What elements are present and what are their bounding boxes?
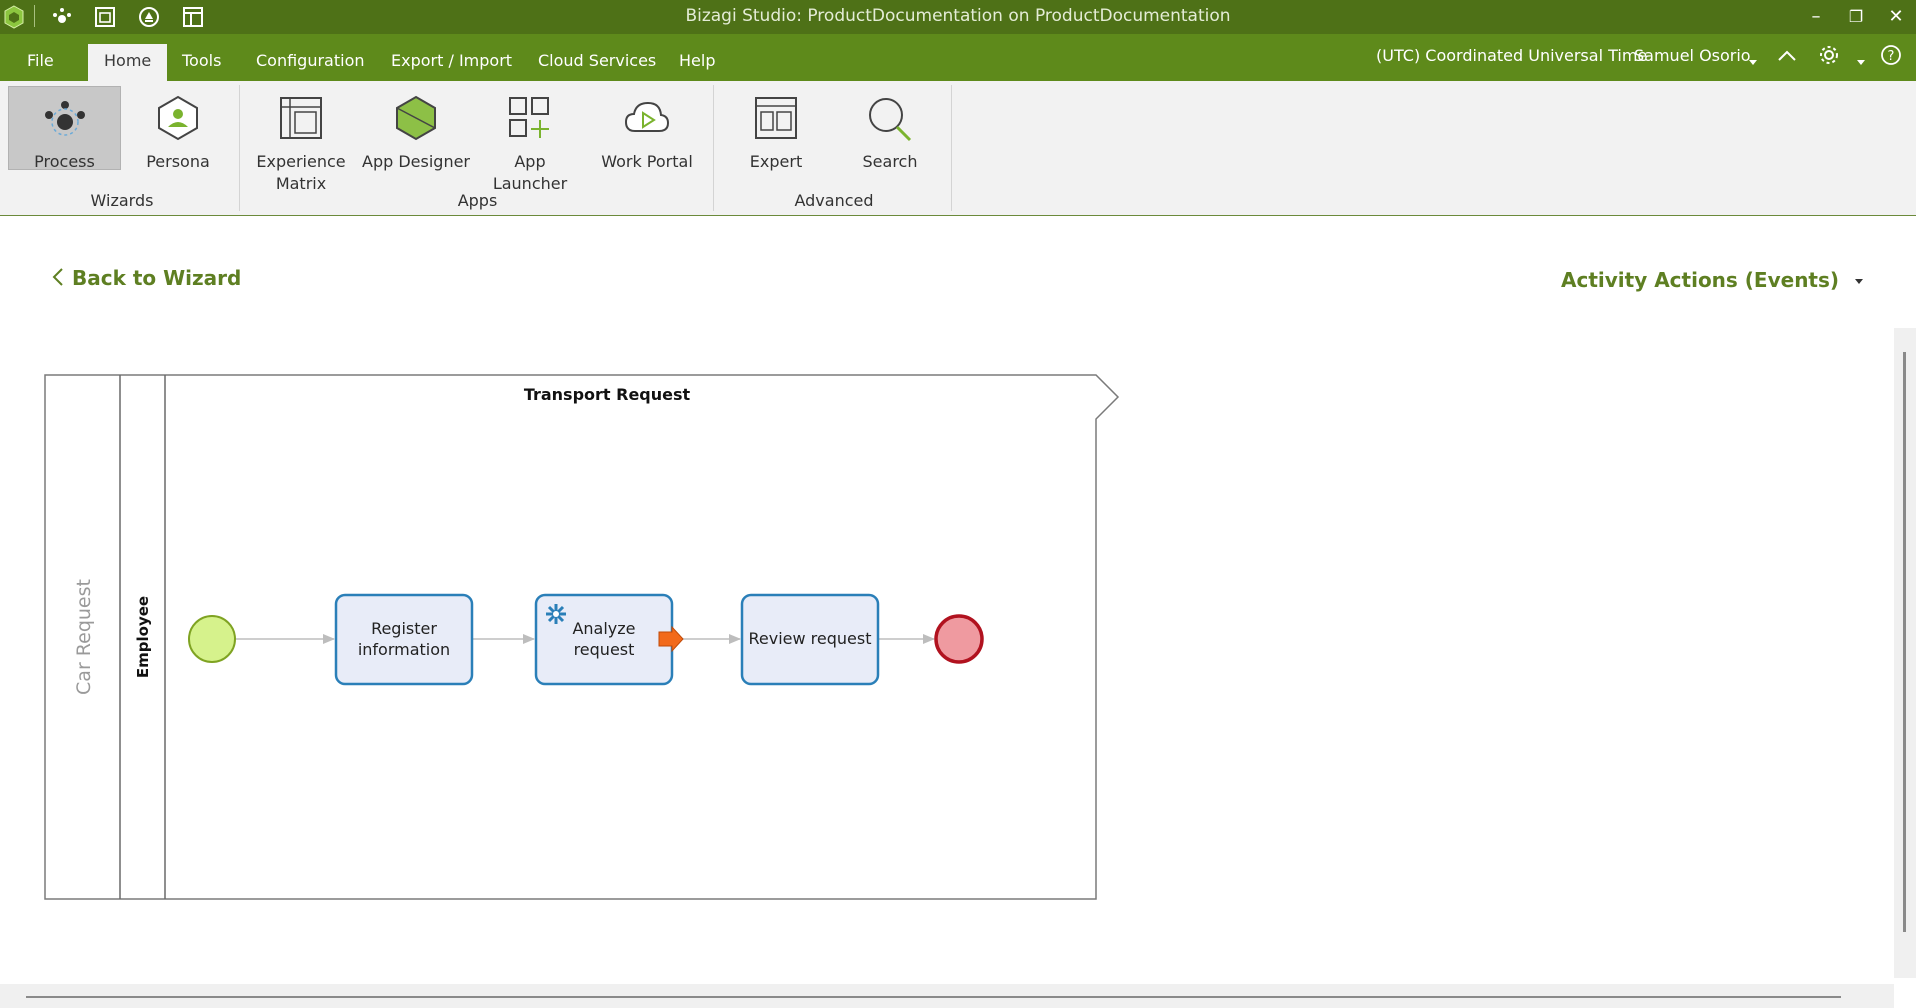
wizards-group-label: Wizards	[90, 191, 154, 210]
experience-label-line2: Matrix	[275, 174, 327, 193]
advanced-group-label: Advanced	[794, 191, 874, 210]
menu-home[interactable]: Home	[88, 44, 168, 81]
task-review-request[interactable]: Review request	[740, 593, 880, 686]
toolbar-divider	[34, 5, 35, 27]
chevron-down-icon	[1854, 266, 1864, 290]
timezone-label: (UTC) Coordinated Universal Time	[1376, 46, 1648, 65]
process-button[interactable]: Process	[8, 86, 121, 171]
scrollbar-thumb[interactable]	[1903, 352, 1906, 932]
ribbon-separator	[951, 85, 952, 211]
task-label-line2: information	[358, 640, 450, 659]
vertical-scrollbar[interactable]	[1894, 328, 1916, 978]
minimize-button[interactable]: –	[1811, 6, 1821, 27]
ribbon-separator	[713, 85, 714, 211]
snowflake-icon	[546, 604, 566, 624]
task-label-line1: Register	[371, 619, 437, 638]
persona-icon	[155, 95, 201, 145]
task-label-line2: request	[574, 640, 635, 659]
persona-label: Persona	[146, 152, 210, 171]
process-icon	[40, 95, 90, 143]
menu-file[interactable]: File	[27, 51, 54, 70]
app-launcher-icon	[507, 95, 553, 145]
app-designer-label: App Designer	[362, 152, 471, 171]
menu-help[interactable]: Help	[679, 51, 716, 70]
search-icon	[866, 95, 914, 147]
close-button[interactable]: ✕	[1888, 6, 1904, 27]
task-analyze-request[interactable]: Analyze request	[534, 593, 684, 686]
horizontal-scrollbar[interactable]	[0, 984, 1894, 1008]
collapse-ribbon-icon[interactable]	[1776, 46, 1798, 70]
matrix-quick-icon[interactable]	[94, 5, 116, 29]
task-label-line1: Analyze	[572, 619, 635, 638]
apps-group-label: Apps	[457, 191, 498, 210]
persona-button[interactable]: Persona	[128, 87, 228, 253]
process-diagram: Car Request Employee Transport Request R…	[44, 374, 1120, 900]
event-arrow-icon[interactable]	[658, 625, 684, 653]
chevron-left-icon	[52, 267, 64, 292]
menu-export-import[interactable]: Export / Import	[391, 51, 513, 70]
title-bar: Bizagi Studio: ProductDocumentation on P…	[0, 0, 1916, 34]
scrollbar-thumb[interactable]	[26, 996, 1841, 998]
expert-label: Expert	[749, 152, 803, 171]
experience-matrix-icon	[278, 95, 324, 145]
expert-button[interactable]: Expert	[724, 87, 828, 253]
restore-button[interactable]: ❐	[1848, 7, 1864, 26]
app-launcher-button[interactable]: App Launcher	[476, 87, 584, 253]
process-title: Transport Request	[524, 385, 691, 404]
work-portal-icon	[623, 95, 671, 145]
end-event[interactable]	[934, 614, 984, 664]
work-portal-label: Work Portal	[601, 152, 693, 171]
experience-label-line1: Experience	[256, 152, 346, 171]
portal-quick-icon[interactable]	[182, 5, 204, 29]
back-to-wizard-link[interactable]: Back to Wizard	[52, 266, 241, 292]
menu-bar: File Home Tools Configuration Export / I…	[0, 34, 1916, 81]
task-label-line1: Review request	[749, 629, 872, 648]
window-title: Bizagi Studio: ProductDocumentation on P…	[685, 6, 1231, 26]
start-event[interactable]	[188, 615, 236, 663]
ribbon: Process Persona Wizards Experience Matri…	[0, 81, 1916, 216]
process-label: Process	[34, 152, 95, 171]
ribbon-separator	[239, 85, 240, 211]
gear-icon[interactable]	[1818, 44, 1840, 70]
task-register-information[interactable]: Register information	[334, 593, 474, 686]
app-logo	[4, 5, 24, 29]
expert-icon	[753, 95, 799, 145]
search-label: Search	[862, 152, 918, 171]
settings-dropdown-icon[interactable]	[1856, 52, 1866, 71]
app-designer-button[interactable]: App Designer	[362, 87, 470, 253]
experience-matrix-button[interactable]: Experience Matrix	[250, 87, 352, 253]
launcher-quick-icon[interactable]	[138, 5, 160, 29]
search-button[interactable]: Search	[838, 87, 942, 253]
menu-cloud-services[interactable]: Cloud Services	[538, 51, 657, 70]
pool-name[interactable]: Car Request	[73, 579, 95, 695]
experience-matrix-label: Experience Matrix	[250, 151, 352, 195]
app-designer-icon	[393, 95, 439, 145]
activity-actions-dropdown[interactable]: Activity Actions (Events)	[1561, 266, 1864, 292]
menu-tools[interactable]: Tools	[182, 51, 222, 70]
svg-text:?: ?	[1888, 49, 1895, 64]
menu-configuration[interactable]: Configuration	[256, 51, 365, 70]
app-launcher-label: App Launcher	[492, 152, 568, 193]
back-to-wizard-label: Back to Wizard	[72, 266, 242, 290]
lane-name[interactable]: Employee	[134, 596, 152, 678]
process-quick-icon[interactable]	[50, 5, 74, 29]
work-portal-button[interactable]: Work Portal	[592, 87, 702, 253]
help-icon[interactable]: ?	[1880, 44, 1902, 70]
activity-actions-label: Activity Actions (Events)	[1560, 268, 1840, 292]
user-dropdown-icon[interactable]	[1748, 52, 1758, 71]
user-name[interactable]: Samuel Osorio	[1634, 46, 1751, 65]
